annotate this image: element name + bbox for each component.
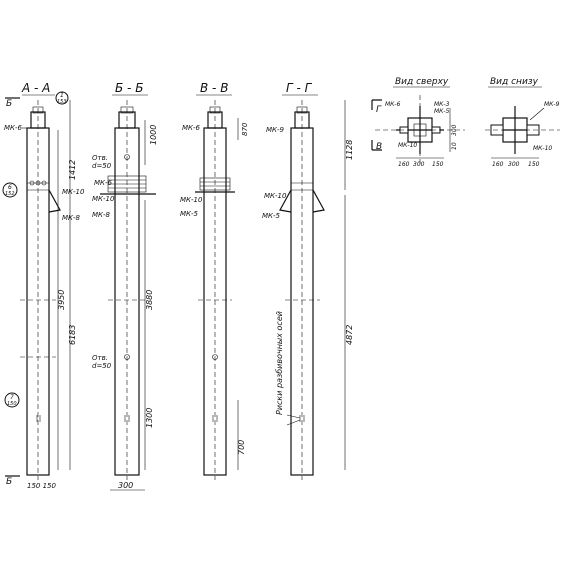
mark-mk10-vv: МК-10 — [180, 196, 203, 204]
hole-dia-1: d=50 — [92, 162, 112, 170]
cut-letter-v: В — [376, 142, 382, 152]
dim-1128: 1128 — [345, 140, 354, 160]
mark-mk5-gg: МК-5 — [262, 212, 281, 220]
mark-mk8-aa: МК-8 — [62, 214, 81, 222]
section-aa: А - А 1412 6183 3950 150 150 Б Б МК-6 — [2, 81, 85, 490]
dim-700: 700 — [237, 440, 246, 455]
hole-dia-2: d=50 — [92, 362, 112, 370]
dim-150-150: 150 150 — [27, 482, 56, 490]
section-gg: Г - Г 1128 4872 МК-9 МК-10 МК-5 Риски ра… — [262, 81, 354, 480]
hole-label-2: Отв. — [92, 354, 108, 362]
dim-10-top: 10 — [451, 142, 458, 150]
dim-3880: 3880 — [145, 290, 154, 310]
callout-6: 6 — [8, 184, 12, 191]
mark-mk10-aa: МК-10 — [62, 188, 85, 196]
dim-300-bottom: 300 — [508, 161, 520, 168]
section-vv-title: В - В — [200, 81, 228, 95]
view-top: Вид сверху Г В МК-6 МК-3 МК-5 МК-10 160 … — [371, 77, 465, 168]
dim-1300: 1300 — [145, 408, 154, 428]
callout-7: 7 — [10, 394, 14, 401]
dim-150-top: 150 — [432, 161, 444, 168]
mark-mk8-bb: МК-8 — [92, 211, 111, 219]
dim-300-top-v: 300 — [451, 124, 458, 136]
callout-7-sheet: 150 — [7, 401, 17, 407]
dim-1412: 1412 — [68, 160, 77, 180]
dim-1000: 1000 — [149, 125, 158, 145]
mark-mk6-aa: МК-6 — [4, 124, 23, 132]
dim-160-top: 160 — [398, 161, 410, 168]
dim-300-top: 300 — [413, 161, 425, 168]
mark-mk9-gg: МК-9 — [266, 126, 285, 134]
dim-870: 870 — [241, 122, 249, 136]
callout-6-sheet: 152 — [5, 191, 15, 197]
view-bottom-title: Вид снизу — [490, 77, 539, 87]
cut-letter-b-top: Б — [6, 99, 12, 109]
hole-label-1: Отв. — [92, 154, 108, 162]
mark-mk10-bottom: МК-10 — [533, 145, 552, 152]
section-bb-title: Б - Б — [115, 81, 143, 95]
mark-mk5-vv: МК-5 — [180, 210, 199, 218]
mark-mk3-top: МК-3 — [434, 101, 450, 108]
callout-1-sheet: 153 — [57, 99, 67, 105]
mark-mk10-top: МК-10 — [398, 142, 417, 149]
section-vv: В - В 870 700 МК-6 МК-10 МК-5 — [180, 81, 249, 480]
mark-mk5-top: МК-5 — [434, 108, 450, 115]
cut-letter-b-bottom: Б — [6, 477, 12, 487]
dim-6183: 6183 — [68, 325, 77, 345]
cut-letter-g: Г — [376, 105, 382, 115]
mark-mk10-gg: МК-10 — [264, 192, 287, 200]
dim-4872: 4872 — [345, 325, 354, 345]
mark-mk6-top: МК-6 — [385, 101, 401, 108]
section-bb: Б - Б 1000 3880 1300 300 Отв. d=50 Отв. … — [92, 81, 158, 491]
mark-mk6-bb: МК-6 — [94, 179, 113, 187]
dim-3950: 3950 — [57, 290, 66, 310]
section-aa-title: А - А — [21, 81, 50, 95]
dim-150-bottom: 150 — [528, 161, 540, 168]
section-gg-title: Г - Г — [286, 81, 313, 95]
mark-mk9-bottom: МК-9 — [544, 101, 560, 108]
dim-300-bb: 300 — [118, 481, 133, 490]
callout-1: 1 — [60, 92, 64, 99]
mark-mk10-bb: МК-10 — [92, 195, 115, 203]
view-bottom: Вид снизу МК-9 МК-10 160 300 150 — [485, 77, 560, 168]
view-top-title: Вид сверху — [395, 77, 449, 87]
risks-label: Риски разбивочных осей — [275, 311, 284, 415]
mark-mk6-vv: МК-6 — [182, 124, 201, 132]
dim-160-bottom: 160 — [492, 161, 504, 168]
